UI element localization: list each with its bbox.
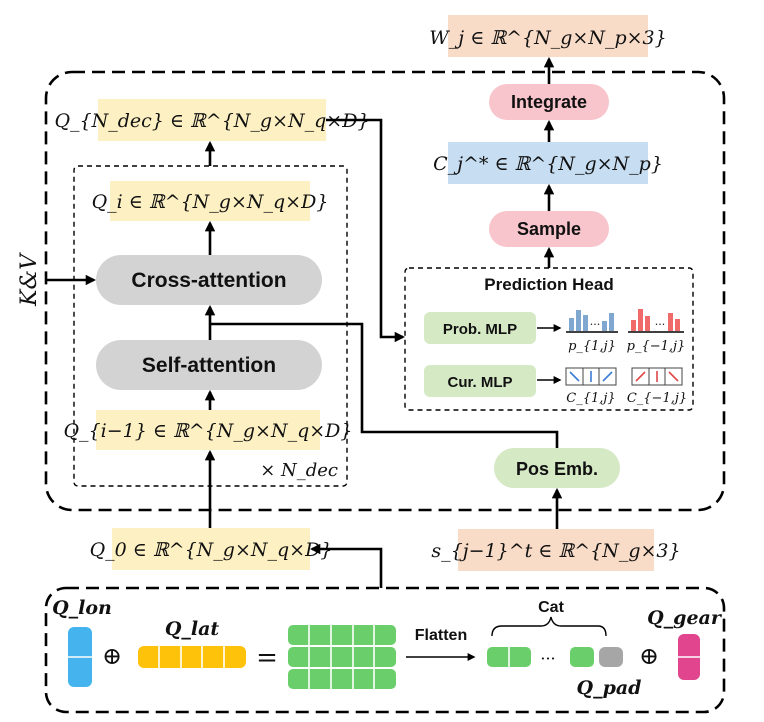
oplus-1: ⊕ [102,642,122,670]
cur-mlp-label: Cur. MLP [447,374,512,391]
cur-mlp-block [424,365,536,397]
q-lat-label: Q_lat [165,618,220,640]
svg-text:···: ··· [590,318,601,331]
s-tj-label: s_{j−1}^t ∈ ℝ^{N_g×3} [431,540,680,562]
prob-histogram-positive: ··· p_{1,j} [566,310,618,354]
flatten-label: Flatten [415,627,467,644]
curvature-cells-negative: C_{−1,j} [627,367,687,406]
curvature-cells-positive: C_{1,j} [565,367,617,406]
q-pad-label: Q_pad [577,677,642,699]
cm1j-label: C_{−1,j} [627,391,687,406]
cat-label: Cat [538,599,564,616]
w-output-box [448,15,648,57]
pos-emb-block [494,448,620,488]
p1j-label: p_{1,j} [568,339,616,354]
q-lon-tensor [68,627,92,687]
pm1j-label: p_{−1,j} [627,339,686,354]
q-grid-tensor [288,625,396,689]
self-attention-block [96,340,322,390]
w-output-label: W_j ∈ ℝ^{N_g×N_p×3} [429,27,666,49]
q-i-label: Q_i ∈ ℝ^{N_g×N_q×D} [92,191,329,213]
q-lat-tensor [138,646,246,668]
c-star-box [448,142,648,184]
q-im1-label: Q_{i−1} ∈ ℝ^{N_g×N_q×D} [63,420,352,442]
kv-label: K&V [17,252,42,307]
flattened-sequence: ··· [487,647,623,668]
c-star-label: C_j^* ∈ ℝ^{N_g×N_p} [433,153,663,175]
q-i-box [110,181,310,221]
pos-emb-label: Pos Emb. [516,459,598,479]
layer-repeat-label: × N_dec [260,460,338,481]
prediction-head-title: Prediction Head [484,275,613,294]
q-im1-box [96,410,320,450]
prob-histogram-negative: ··· p_{−1,j} [627,309,686,354]
oplus-2: ⊕ [639,642,659,670]
q-lon-label: Q_lon [52,597,112,619]
svg-text:···: ··· [655,318,666,331]
cross-attention-block [96,255,322,305]
query-construction-frame [44,586,726,714]
q-ndec-label: Q_{N_dec} ∈ ℝ^{N_g×N_q×D} [54,110,369,132]
edges [46,56,563,588]
self-attention-label: Self-attention [142,354,276,377]
decoder-frame [44,70,726,512]
integrate-label: Integrate [511,92,587,112]
q0-label: Q_0 ∈ ℝ^{N_g×N_q×D} [90,539,333,561]
sample-label: Sample [517,219,581,239]
q-gear-tensor [678,634,700,680]
integrate-block [489,84,609,120]
equals-sign: = [256,643,278,673]
s-tj-box [458,529,654,571]
svg-text:···: ··· [540,649,555,668]
c1j-label: C_{1,j} [566,391,615,406]
q0-box [112,528,310,570]
prob-mlp-label: Prob. MLP [443,321,517,338]
cross-attention-label: Cross-attention [131,269,286,292]
sample-block [489,211,609,247]
cat-brace [491,616,607,637]
prob-mlp-block [424,312,536,344]
q-gear-label: Q_gear [647,607,723,629]
q-ndec-box [98,99,326,141]
